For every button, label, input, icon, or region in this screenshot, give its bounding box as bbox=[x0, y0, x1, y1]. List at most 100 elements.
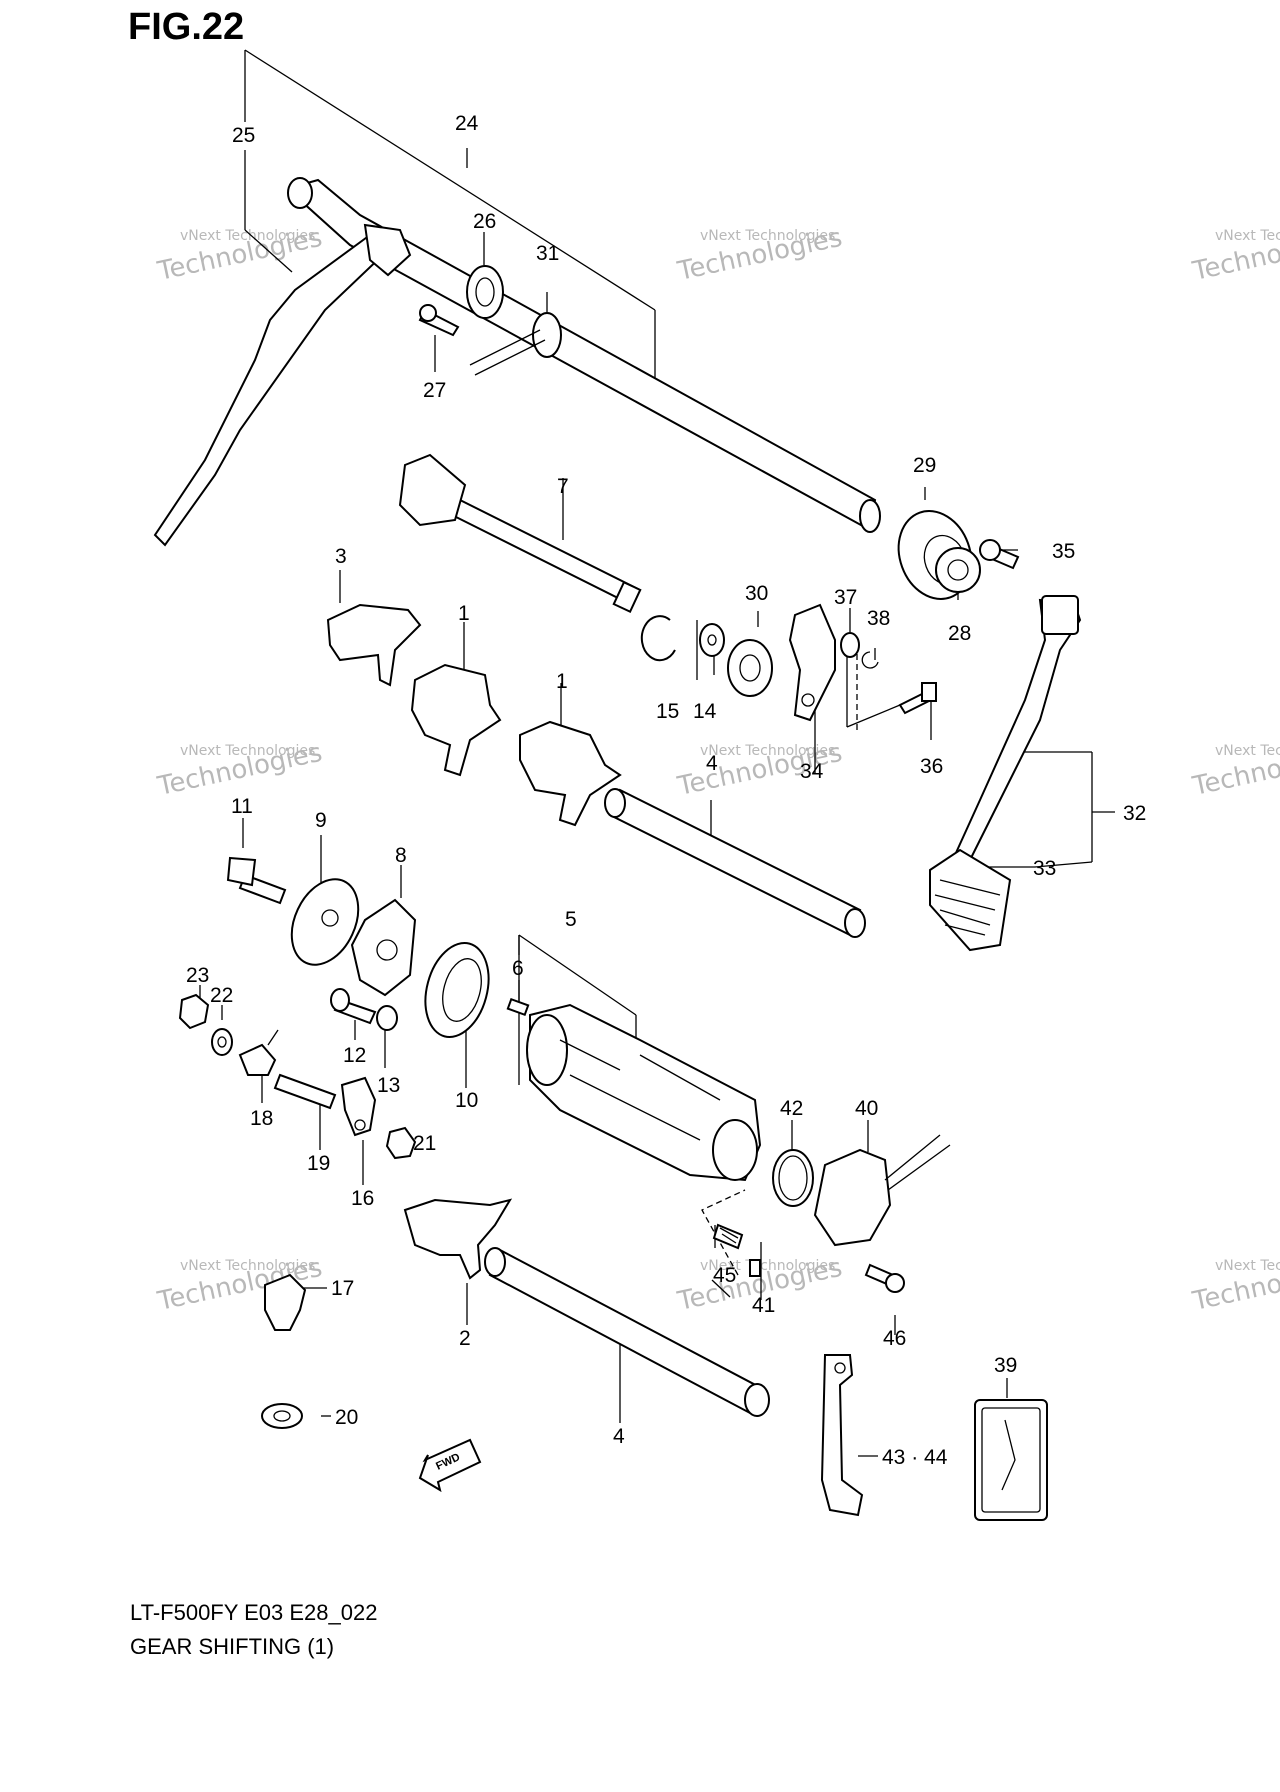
callout-7: 7 bbox=[557, 475, 569, 498]
gear-position-switch-40[interactable] bbox=[813, 1134, 951, 1247]
watermark: vNext Technologies Technologies bbox=[674, 223, 845, 287]
callout-35: 35 bbox=[1052, 540, 1075, 563]
callout-41: 41 bbox=[752, 1294, 775, 1317]
shift-shaft-24[interactable] bbox=[287, 177, 881, 533]
cam-stopper-16[interactable] bbox=[340, 1076, 377, 1137]
bearing-10[interactable] bbox=[416, 936, 499, 1044]
svg-text:vNext Technologies: vNext Technologies bbox=[700, 743, 835, 759]
callout-40: 40 bbox=[855, 1097, 878, 1120]
callout-25: 25 bbox=[232, 124, 255, 147]
callout-39: 39 bbox=[994, 1354, 1017, 1377]
model-code: LT-F500FY E03 E28_022 bbox=[130, 1600, 378, 1625]
figure-title: FIG.22 bbox=[128, 6, 245, 48]
callout-43-44: 43 · 44 bbox=[882, 1446, 948, 1469]
callout-4a: 4 bbox=[706, 752, 718, 775]
oil-seal-28[interactable] bbox=[935, 547, 981, 593]
callout-24: 24 bbox=[455, 112, 479, 135]
washer-37[interactable] bbox=[840, 632, 860, 658]
fwd-arrow: FWD bbox=[418, 1438, 482, 1493]
svg-text:vNext Technologies: vNext Technologies bbox=[1215, 743, 1280, 759]
oil-seal-26[interactable] bbox=[466, 265, 504, 319]
svg-text:vNext Technologies: vNext Technologies bbox=[180, 228, 315, 244]
gearshift-shaft-4b[interactable] bbox=[484, 1247, 770, 1417]
spring-18[interactable] bbox=[238, 1029, 279, 1076]
callout-6: 6 bbox=[512, 957, 524, 980]
return-spring-31[interactable] bbox=[469, 312, 562, 376]
callout-26: 26 bbox=[473, 210, 496, 233]
callout-labels: 25 24 26 31 27 29 7 35 28 3 30 37 38 1 1… bbox=[186, 112, 1146, 1469]
callout-42: 42 bbox=[780, 1097, 803, 1120]
stud-19[interactable] bbox=[273, 1073, 337, 1110]
callout-20: 20 bbox=[335, 1406, 358, 1429]
gearshift-cam-5[interactable] bbox=[526, 1003, 762, 1182]
svg-text:vNext Technologies: vNext Technologies bbox=[700, 1258, 835, 1274]
clip-38[interactable] bbox=[861, 651, 879, 669]
callout-31: 31 bbox=[536, 242, 559, 265]
callout-34: 34 bbox=[800, 760, 824, 783]
callout-17: 17 bbox=[331, 1277, 354, 1300]
washer-22[interactable] bbox=[211, 1028, 233, 1056]
callout-37: 37 bbox=[834, 586, 857, 609]
callout-45: 45 bbox=[713, 1264, 736, 1287]
callout-22: 22 bbox=[210, 984, 233, 1007]
lever-rubber-33[interactable] bbox=[929, 848, 1012, 952]
callout-21: 21 bbox=[413, 1132, 436, 1155]
gearshift-shaft-4a[interactable] bbox=[604, 788, 866, 938]
watermark: vNext Technologies Technologies bbox=[1189, 738, 1280, 802]
pin-41[interactable] bbox=[749, 1259, 761, 1277]
watermark: vNext Technologies Technologies bbox=[1189, 1253, 1280, 1317]
nut-23[interactable] bbox=[178, 993, 210, 1030]
shift-fork-1b[interactable] bbox=[519, 720, 622, 827]
callout-28: 28 bbox=[948, 622, 971, 645]
shift-arm-25[interactable] bbox=[153, 223, 412, 547]
callout-14: 14 bbox=[693, 700, 717, 723]
spring-45[interactable] bbox=[712, 1223, 744, 1250]
callout-8: 8 bbox=[395, 844, 407, 867]
gearshift-lever-32[interactable] bbox=[953, 595, 1082, 862]
bolt-35[interactable] bbox=[979, 539, 1020, 570]
callout-9: 9 bbox=[315, 809, 327, 832]
bolt-12[interactable] bbox=[330, 988, 377, 1025]
callout-2: 2 bbox=[459, 1327, 471, 1350]
washer-14[interactable] bbox=[699, 623, 725, 657]
stopper-bolt-27[interactable] bbox=[418, 304, 460, 337]
shift-fork-3[interactable] bbox=[326, 603, 422, 687]
o-ring-42[interactable] bbox=[772, 1149, 814, 1207]
svg-text:vNext Technologies: vNext Technologies bbox=[1215, 1258, 1280, 1274]
bolt-36[interactable] bbox=[898, 682, 937, 715]
svg-text:vNext Technologies: vNext Technologies bbox=[700, 228, 835, 244]
callout-36: 36 bbox=[920, 755, 943, 778]
neutral-switch-17[interactable] bbox=[264, 1273, 307, 1331]
callout-32: 32 bbox=[1123, 802, 1146, 825]
washer-13[interactable] bbox=[376, 1005, 398, 1031]
gearshift-arm-34[interactable] bbox=[788, 603, 836, 722]
bearing-30[interactable] bbox=[727, 639, 773, 697]
callout-3: 3 bbox=[335, 545, 347, 568]
indicator-label-39[interactable] bbox=[974, 1399, 1048, 1521]
callout-15: 15 bbox=[656, 700, 679, 723]
circlip-15[interactable] bbox=[640, 615, 676, 662]
shift-fork-1a[interactable] bbox=[410, 663, 502, 777]
bracket-43-44[interactable] bbox=[820, 1354, 864, 1517]
callout-30: 30 bbox=[745, 582, 768, 605]
screw-46[interactable] bbox=[864, 1263, 905, 1293]
figure-caption: LT-F500FY E03 E28_022 GEAR SHIFTING (1) bbox=[130, 1596, 377, 1664]
gearshift-cam-stopper-7[interactable] bbox=[398, 453, 642, 614]
callout-5: 5 bbox=[565, 908, 577, 931]
svg-text:vNext Technologies: vNext Technologies bbox=[1215, 228, 1280, 244]
gasket-20[interactable] bbox=[261, 1403, 303, 1429]
watermark: vNext Technologies Technologies bbox=[154, 738, 325, 802]
gearshift-cam-plate-8[interactable] bbox=[350, 898, 417, 997]
pin-6[interactable] bbox=[506, 997, 530, 1017]
nut-21[interactable] bbox=[385, 1126, 417, 1160]
watermark: vNext Technologies Technologies bbox=[1189, 223, 1280, 287]
cam-guide-plate-9[interactable] bbox=[279, 869, 371, 976]
callout-11: 11 bbox=[231, 795, 253, 818]
shift-fork-2[interactable] bbox=[403, 1198, 513, 1280]
watermark: vNext Technologies Technologies bbox=[154, 223, 325, 287]
callout-38: 38 bbox=[867, 607, 890, 630]
section-title: GEAR SHIFTING (1) bbox=[130, 1634, 335, 1659]
bolt-11[interactable] bbox=[226, 856, 287, 905]
callout-46: 46 bbox=[883, 1327, 906, 1350]
